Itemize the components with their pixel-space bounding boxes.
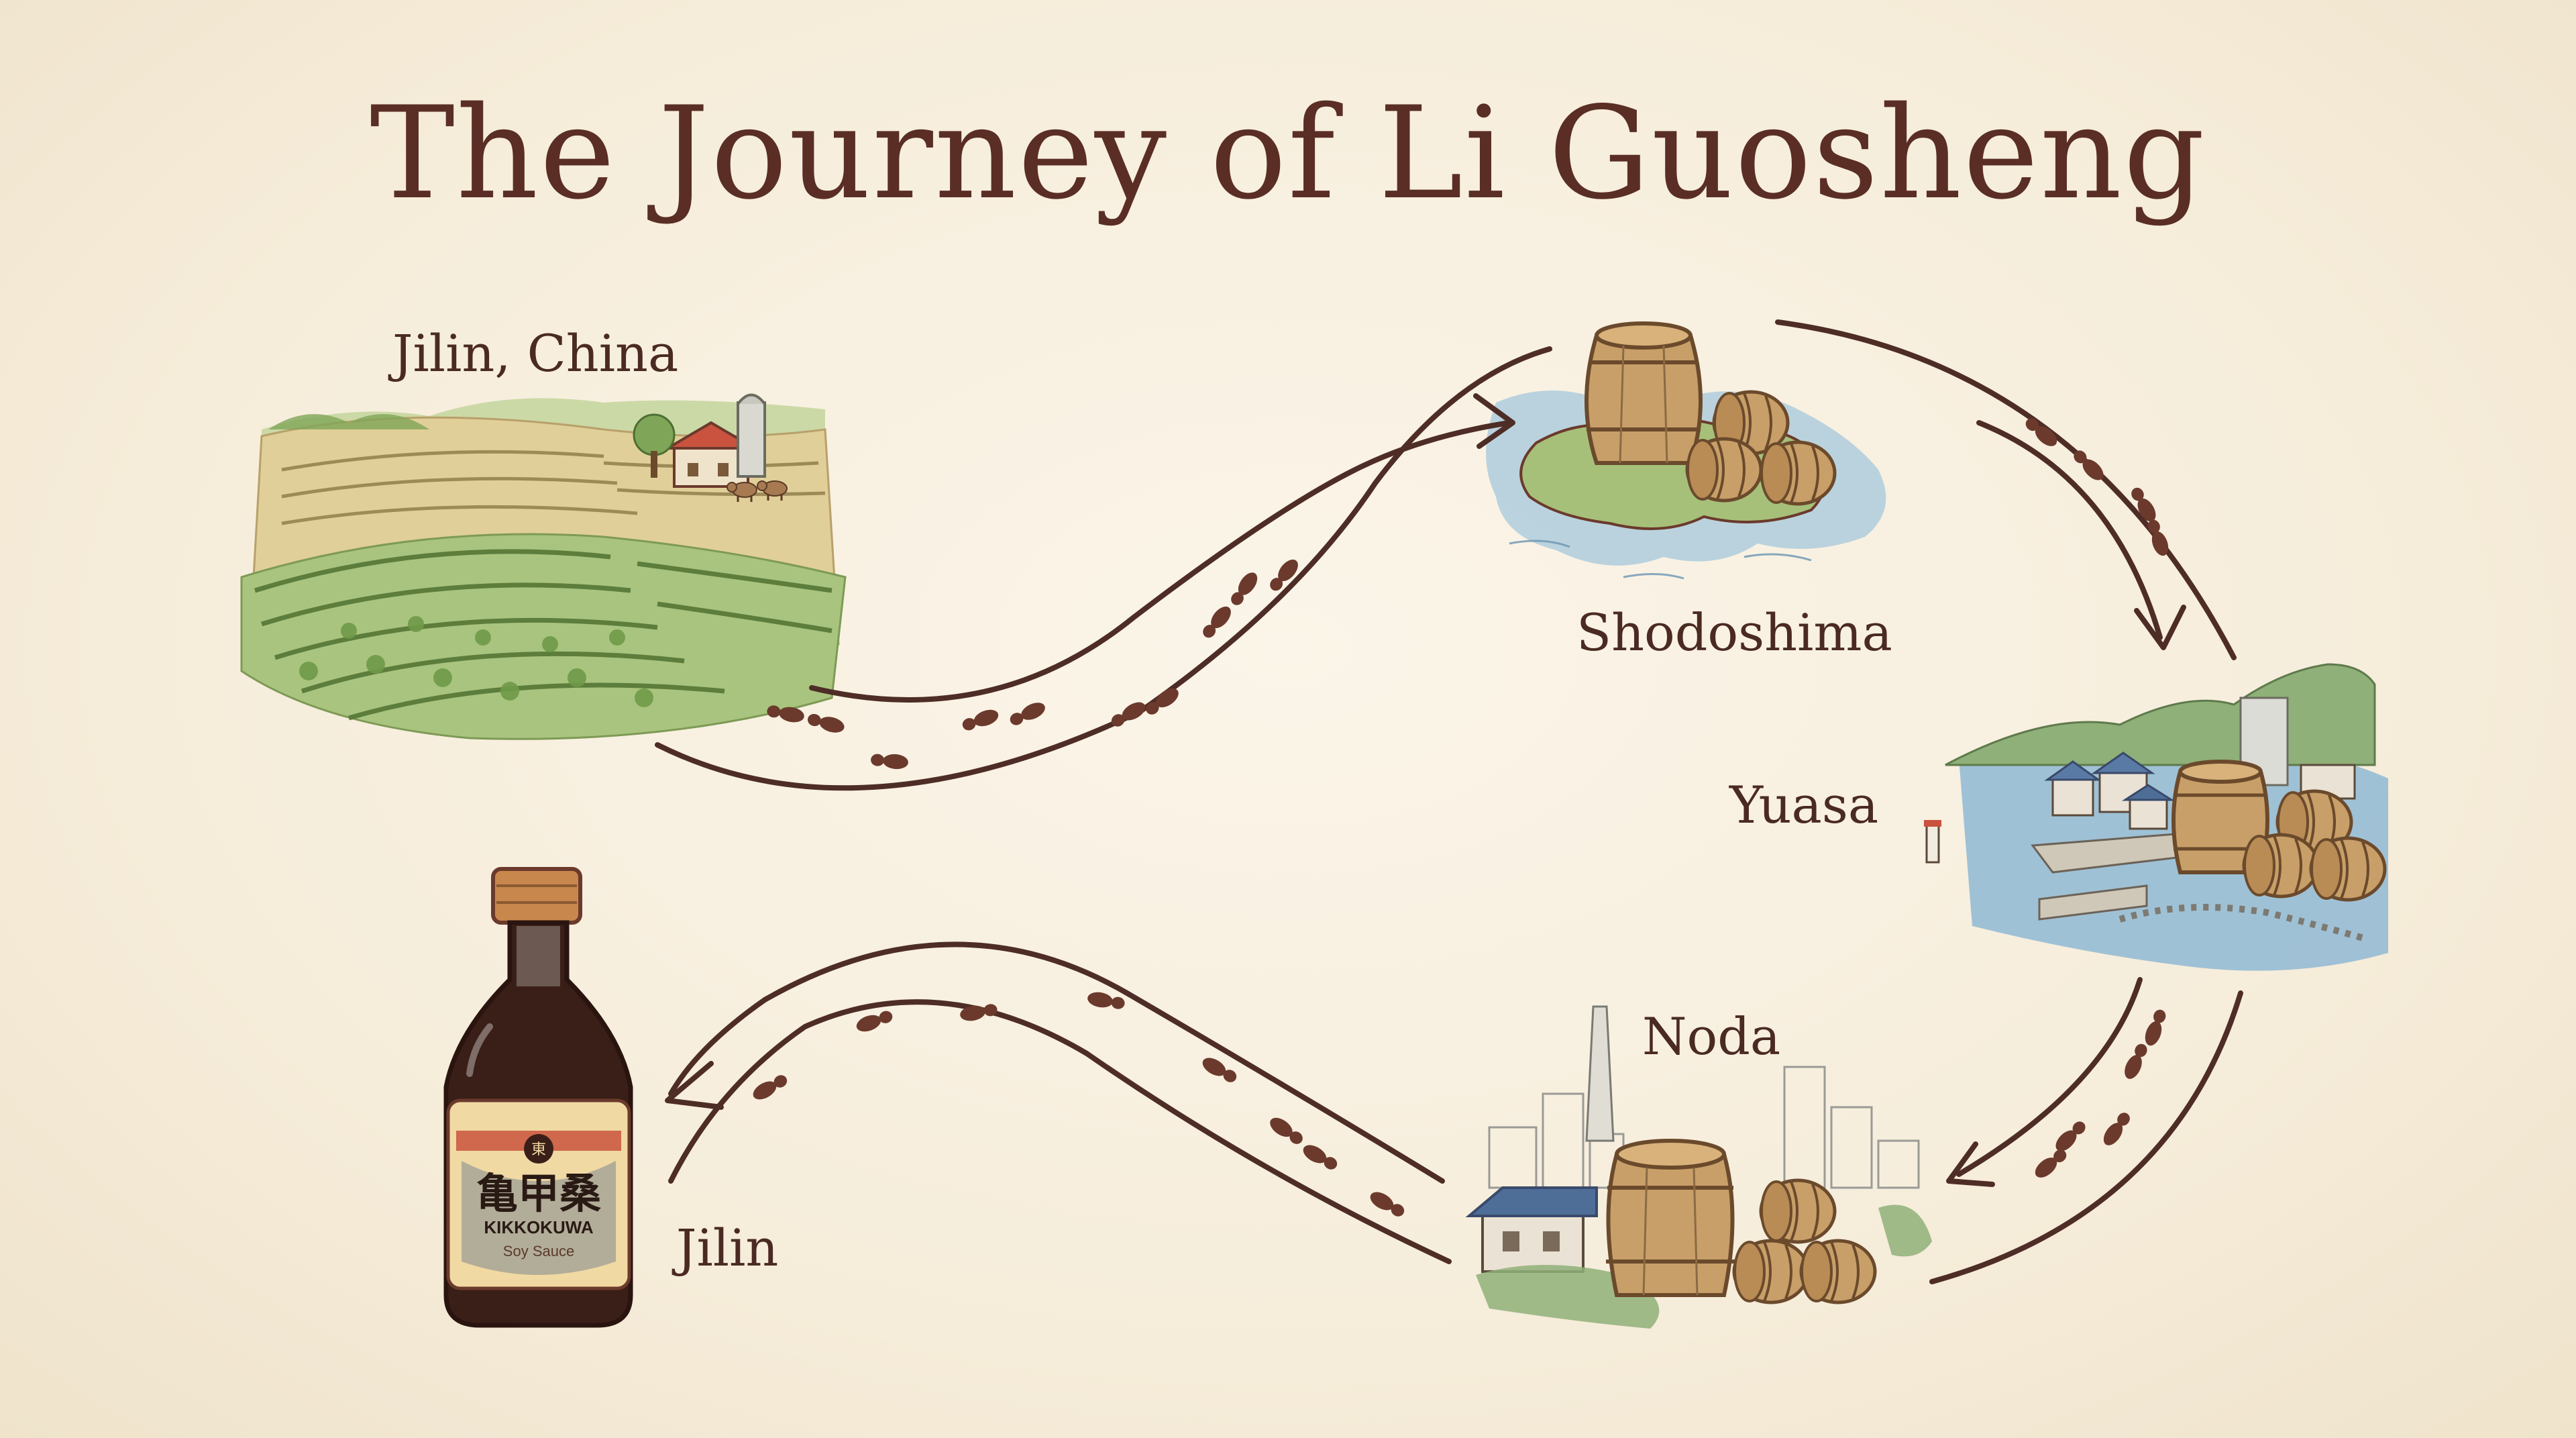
label-jilin: Jilin [676, 1218, 779, 1278]
bottle-brand-text: KIKKOKUWA [484, 1217, 593, 1237]
path-arrowheads [665, 393, 2186, 1187]
path-noda-to-jilin-outer [668, 999, 1452, 1264]
path-shodoshima-to-yuasa-outer [1775, 319, 2237, 660]
jilin-farmland-illustration [240, 393, 847, 740]
arrowhead-to-jilin [665, 1061, 724, 1110]
bottle-kanji-text: 亀甲桑 [476, 1169, 601, 1218]
lighthouse-icon [1924, 820, 1941, 864]
shodoshima-island-illustration [1486, 321, 1886, 580]
bottle-product-text: Soy Sauce [503, 1243, 574, 1260]
label-noda: Noda [1642, 1007, 1781, 1066]
path-noda-to-jilin-inner [668, 941, 1445, 1184]
page-title: The Journey of Li Guosheng [370, 79, 2206, 227]
yuasa-harbor-illustration [1924, 663, 2388, 971]
bottle-mark-text: 東 [531, 1141, 546, 1158]
path-jilin-to-shodoshima-inner [809, 420, 1512, 703]
large-barrel-icon [1585, 321, 1703, 465]
arrowhead-to-yuasa [2134, 605, 2186, 650]
label-shodoshima: Shodoshima [1576, 603, 1892, 662]
smokestack-icon [1585, 1005, 1615, 1142]
soy-sauce-bottle-illustration [443, 867, 633, 1328]
path-yuasa-to-noda-inner [1956, 977, 2143, 1177]
label-jilin-china: Jilin, China [392, 323, 679, 383]
farmhouse-icon [662, 421, 760, 488]
harbor-town-icon [2044, 697, 2356, 830]
noda-house-icon [1465, 1186, 1598, 1273]
path-yuasa-to-noda-outer [1929, 990, 2243, 1284]
yuasa-barrel-icon [2171, 760, 2269, 874]
tree-icon [633, 413, 676, 478]
arrowhead-to-noda [1946, 1141, 1995, 1187]
footprint-trail [750, 414, 2171, 1221]
noda-barrel-icon [1606, 1139, 1735, 1297]
arrowhead-to-shodoshima [1473, 393, 1515, 449]
path-jilin-to-shodoshima-outer [655, 346, 1552, 791]
silo-icon [737, 393, 766, 478]
label-yuasa: Yuasa [1729, 775, 1879, 835]
path-shodoshima-to-yuasa-inner [1976, 420, 2163, 640]
noda-town-illustration [1465, 1005, 1932, 1329]
